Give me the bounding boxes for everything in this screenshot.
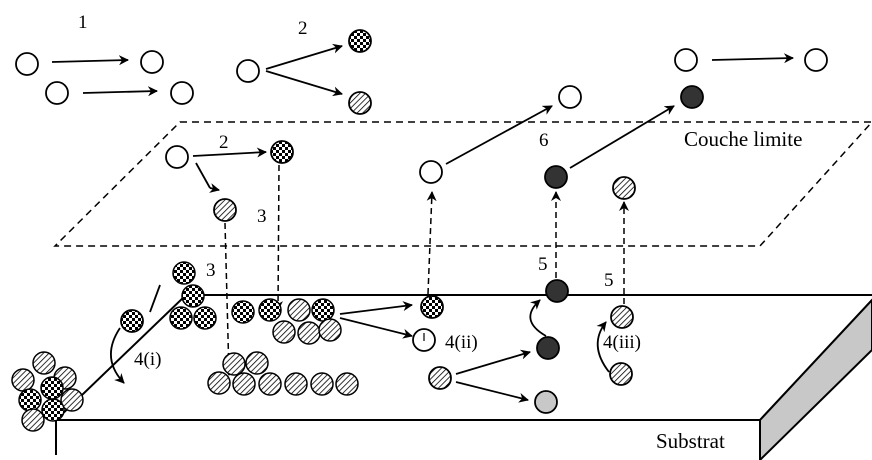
label-step-1: 1	[78, 12, 88, 33]
boundary-layer-outline	[53, 121, 872, 247]
label-step-4ii: 4(ii)	[445, 332, 478, 353]
label-step-5-right: 5	[604, 270, 614, 291]
label-step-6: 6	[539, 130, 549, 151]
film-layer	[207, 351, 359, 396]
label-substrate: Substrat	[656, 429, 725, 453]
edge-cluster	[169, 261, 217, 330]
step-4i-adsorption	[110, 284, 161, 384]
step-2-gas-reaction	[236, 29, 372, 115]
label-step-2-top: 2	[298, 18, 308, 39]
step-3-diffusion	[223, 164, 284, 376]
step-2-layer-reaction	[165, 140, 294, 222]
label-step-4i: 4(i)	[134, 349, 161, 370]
boundary-layer-particles	[419, 160, 636, 200]
label-boundary-layer: Couche limite	[684, 127, 802, 151]
step-4iii-hop	[596, 305, 634, 386]
label-step-5-left: 5	[538, 254, 548, 275]
step-6-exhaust	[445, 48, 828, 169]
label-step-2-layer: 2	[219, 132, 229, 153]
surface-reaction-products	[428, 279, 569, 414]
surface-cluster-row	[231, 298, 342, 345]
label-step-3-right: 3	[257, 206, 267, 227]
label-step-4iii: 4(iii)	[603, 332, 641, 353]
step-4ii-surface-reaction	[339, 295, 444, 352]
nucleation-cluster	[11, 351, 84, 432]
step-1-transport	[15, 50, 194, 105]
step-5-desorption	[426, 191, 629, 304]
label-step-3-left: 3	[206, 260, 216, 281]
